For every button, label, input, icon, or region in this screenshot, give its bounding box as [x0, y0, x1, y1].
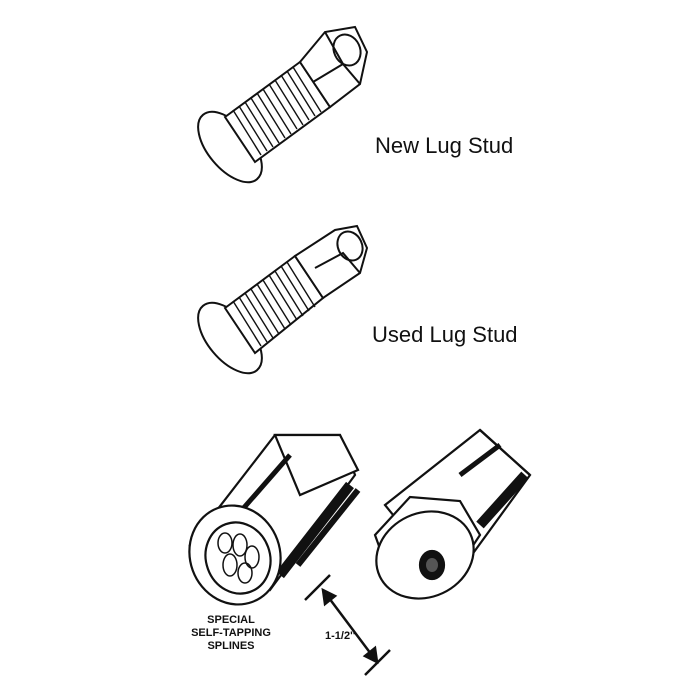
- extractor-socket-drawing: [180, 415, 540, 675]
- used-lug-stud-label: Used Lug Stud: [372, 322, 518, 347]
- splines-label-line-3: SPLINES: [207, 640, 255, 652]
- dimension-label: 1-1/2'': [325, 630, 356, 642]
- new-lug-stud-drawing: [195, 22, 375, 192]
- splines-label: SPECIAL SELF-TAPPING SPLINES: [186, 614, 276, 653]
- splines-label-line-1: SPECIAL: [207, 614, 255, 626]
- used-lug-stud-drawing: [195, 218, 375, 388]
- new-lug-stud-label: New Lug Stud: [375, 133, 514, 158]
- splines-label-line-2: SELF-TAPPING: [191, 627, 271, 639]
- dimension-arrow: [295, 570, 405, 680]
